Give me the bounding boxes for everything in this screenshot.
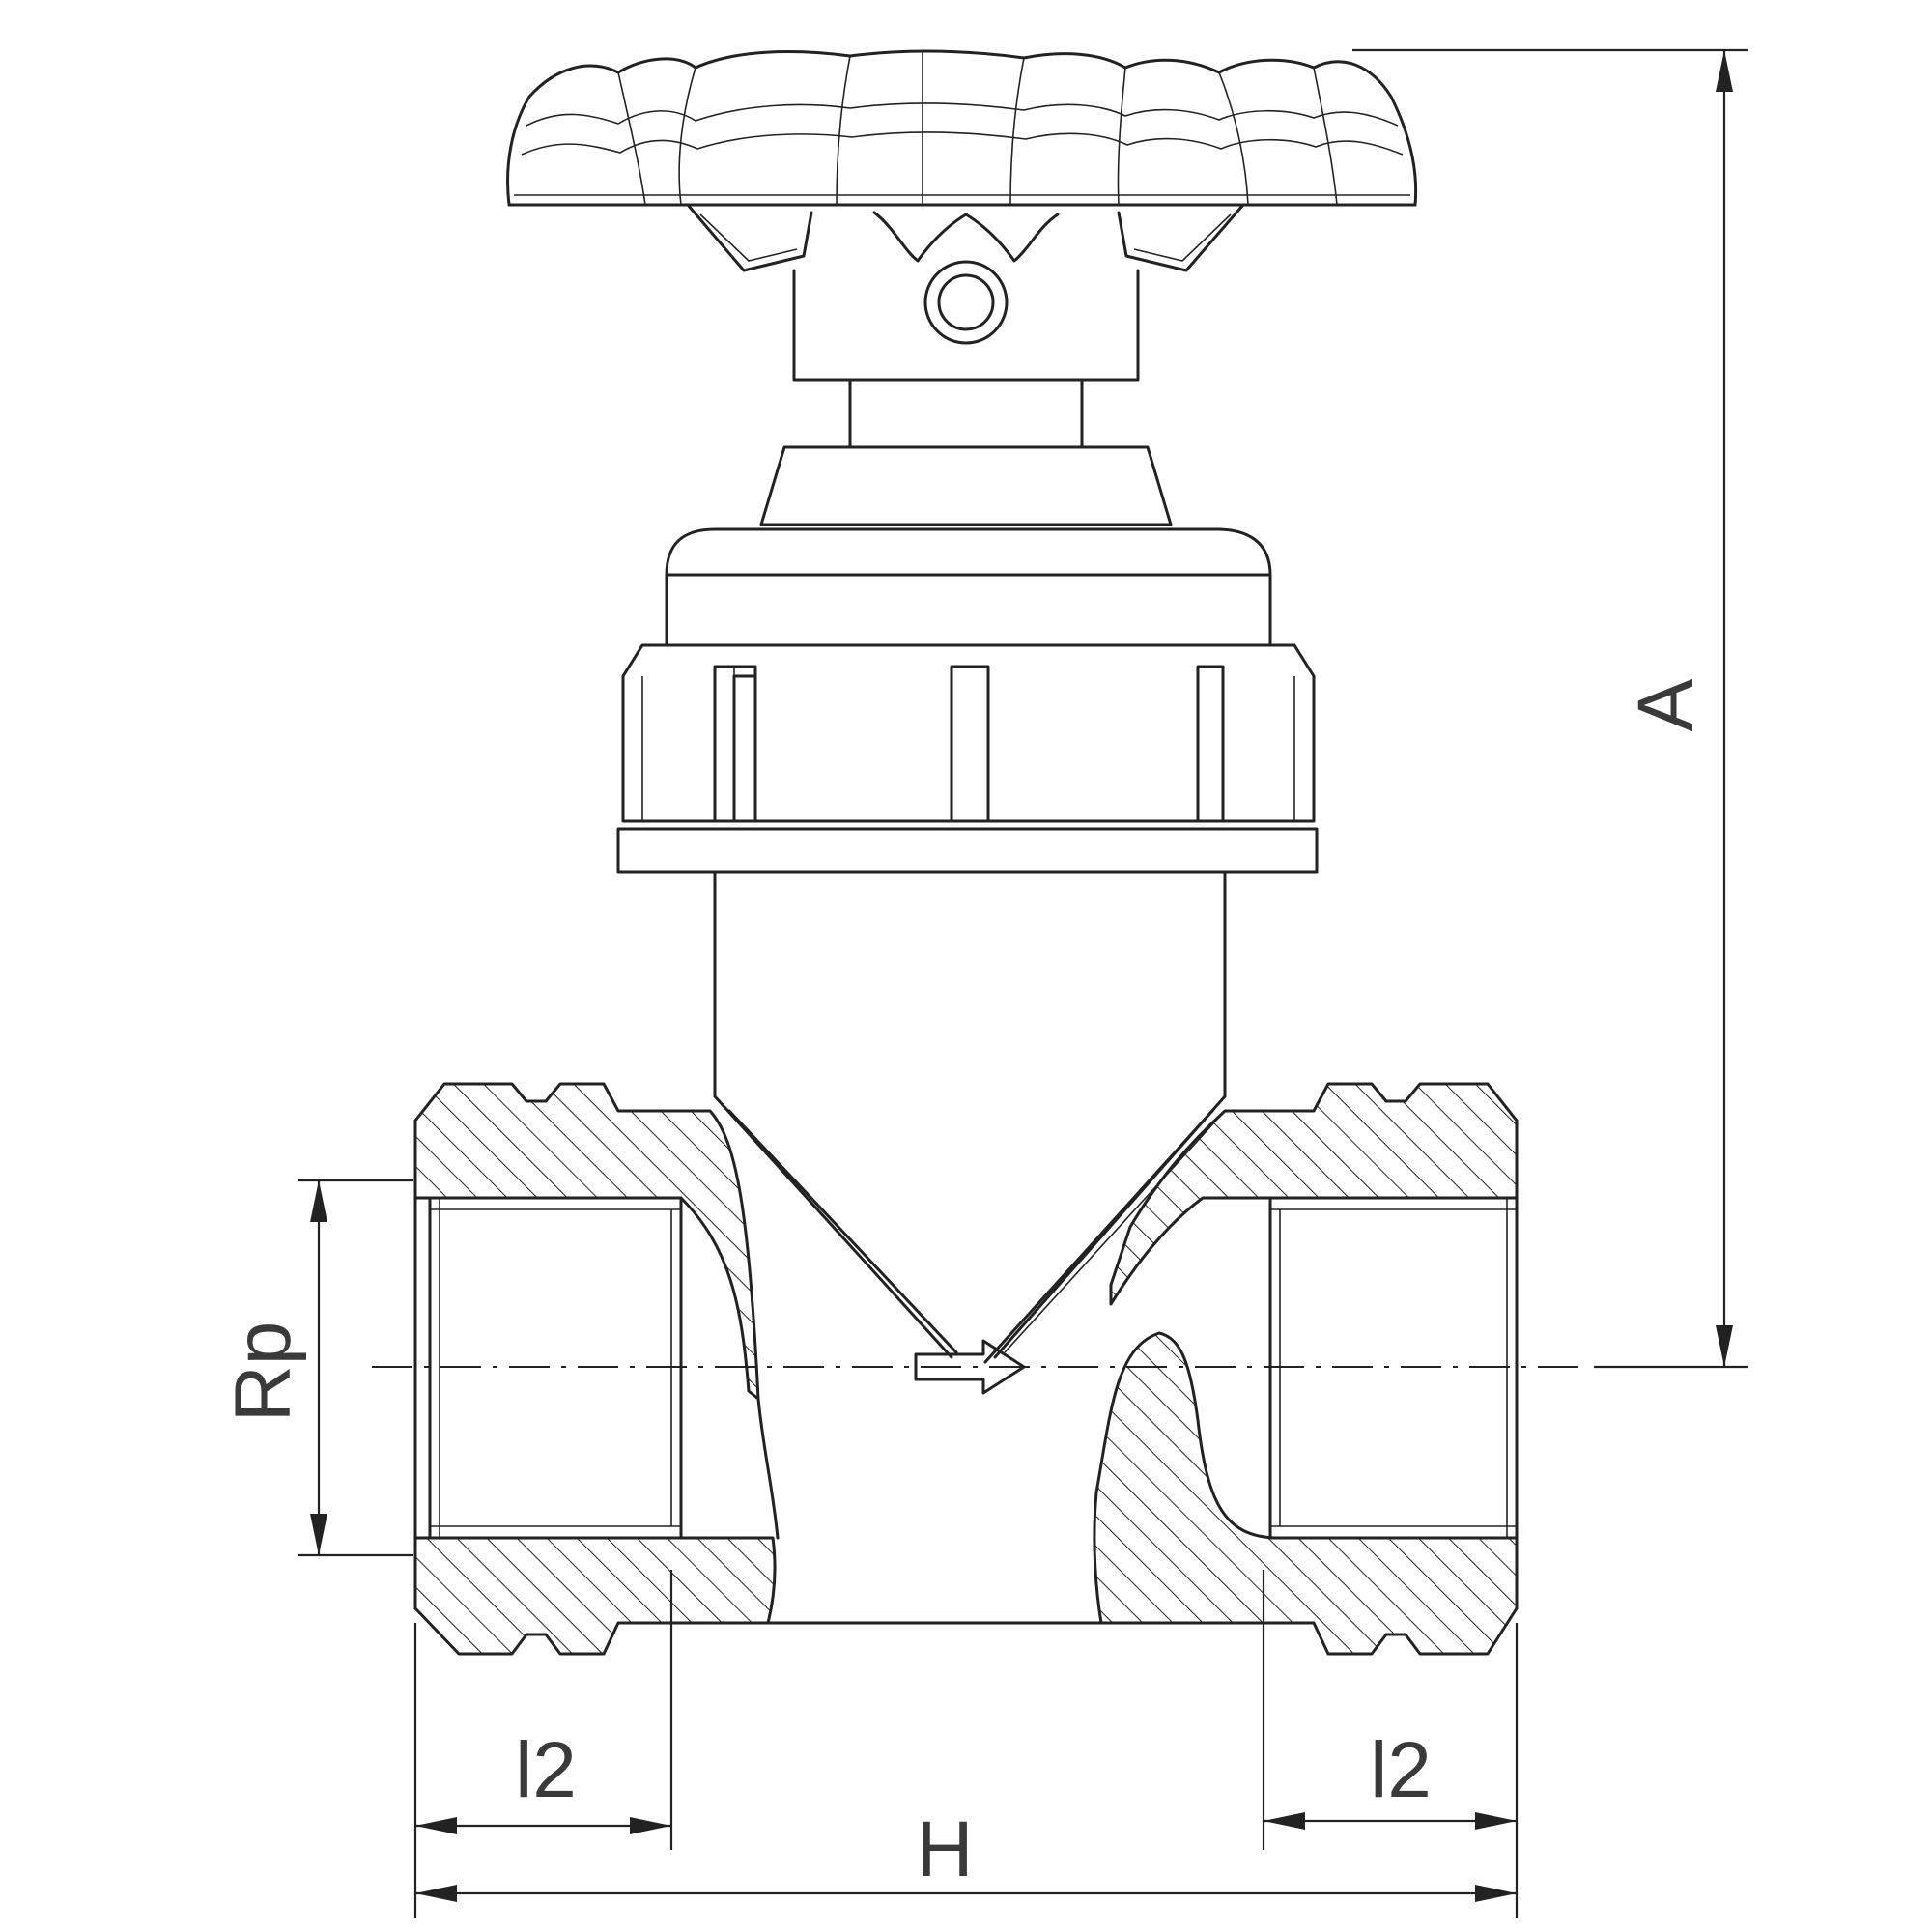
bonnet [616,378,1319,1098]
dimension-rp-label: Rp [219,1321,307,1423]
dimension-rp [298,1179,413,1557]
dimension-h-label: H [916,1805,973,1893]
dimension-l2-right [1262,1570,1519,1918]
dimension-l2-left-label: l2 [515,1726,577,1814]
valve-body-section [413,1082,1519,1656]
dimension-l2-right-label: l2 [1370,1726,1432,1814]
dimension-a-label: A [1622,678,1710,731]
dimension-a [1352,48,1748,1369]
dimension-l2-left [413,1570,673,1918]
dimension-h [415,1885,1517,1902]
handwheel [506,49,1418,382]
